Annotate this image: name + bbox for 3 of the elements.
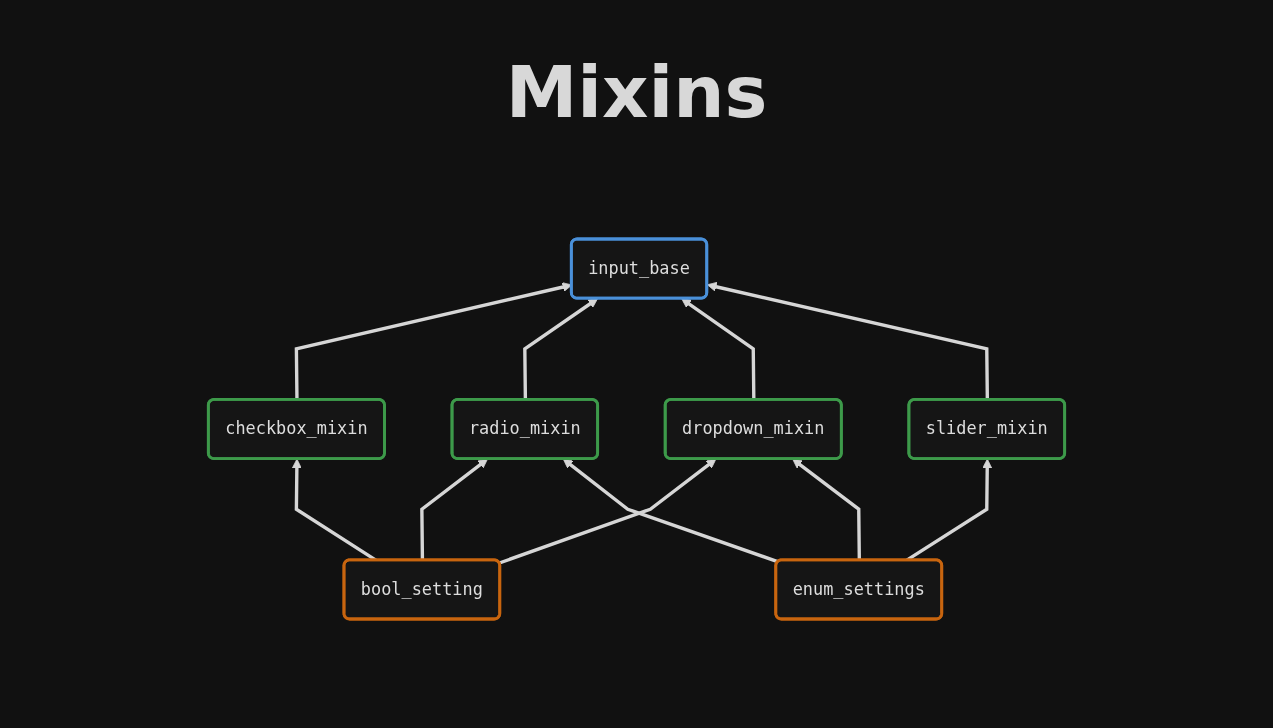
arrow [562,458,779,564]
diagram-title: Mixins [505,50,768,134]
arrow [498,458,717,565]
